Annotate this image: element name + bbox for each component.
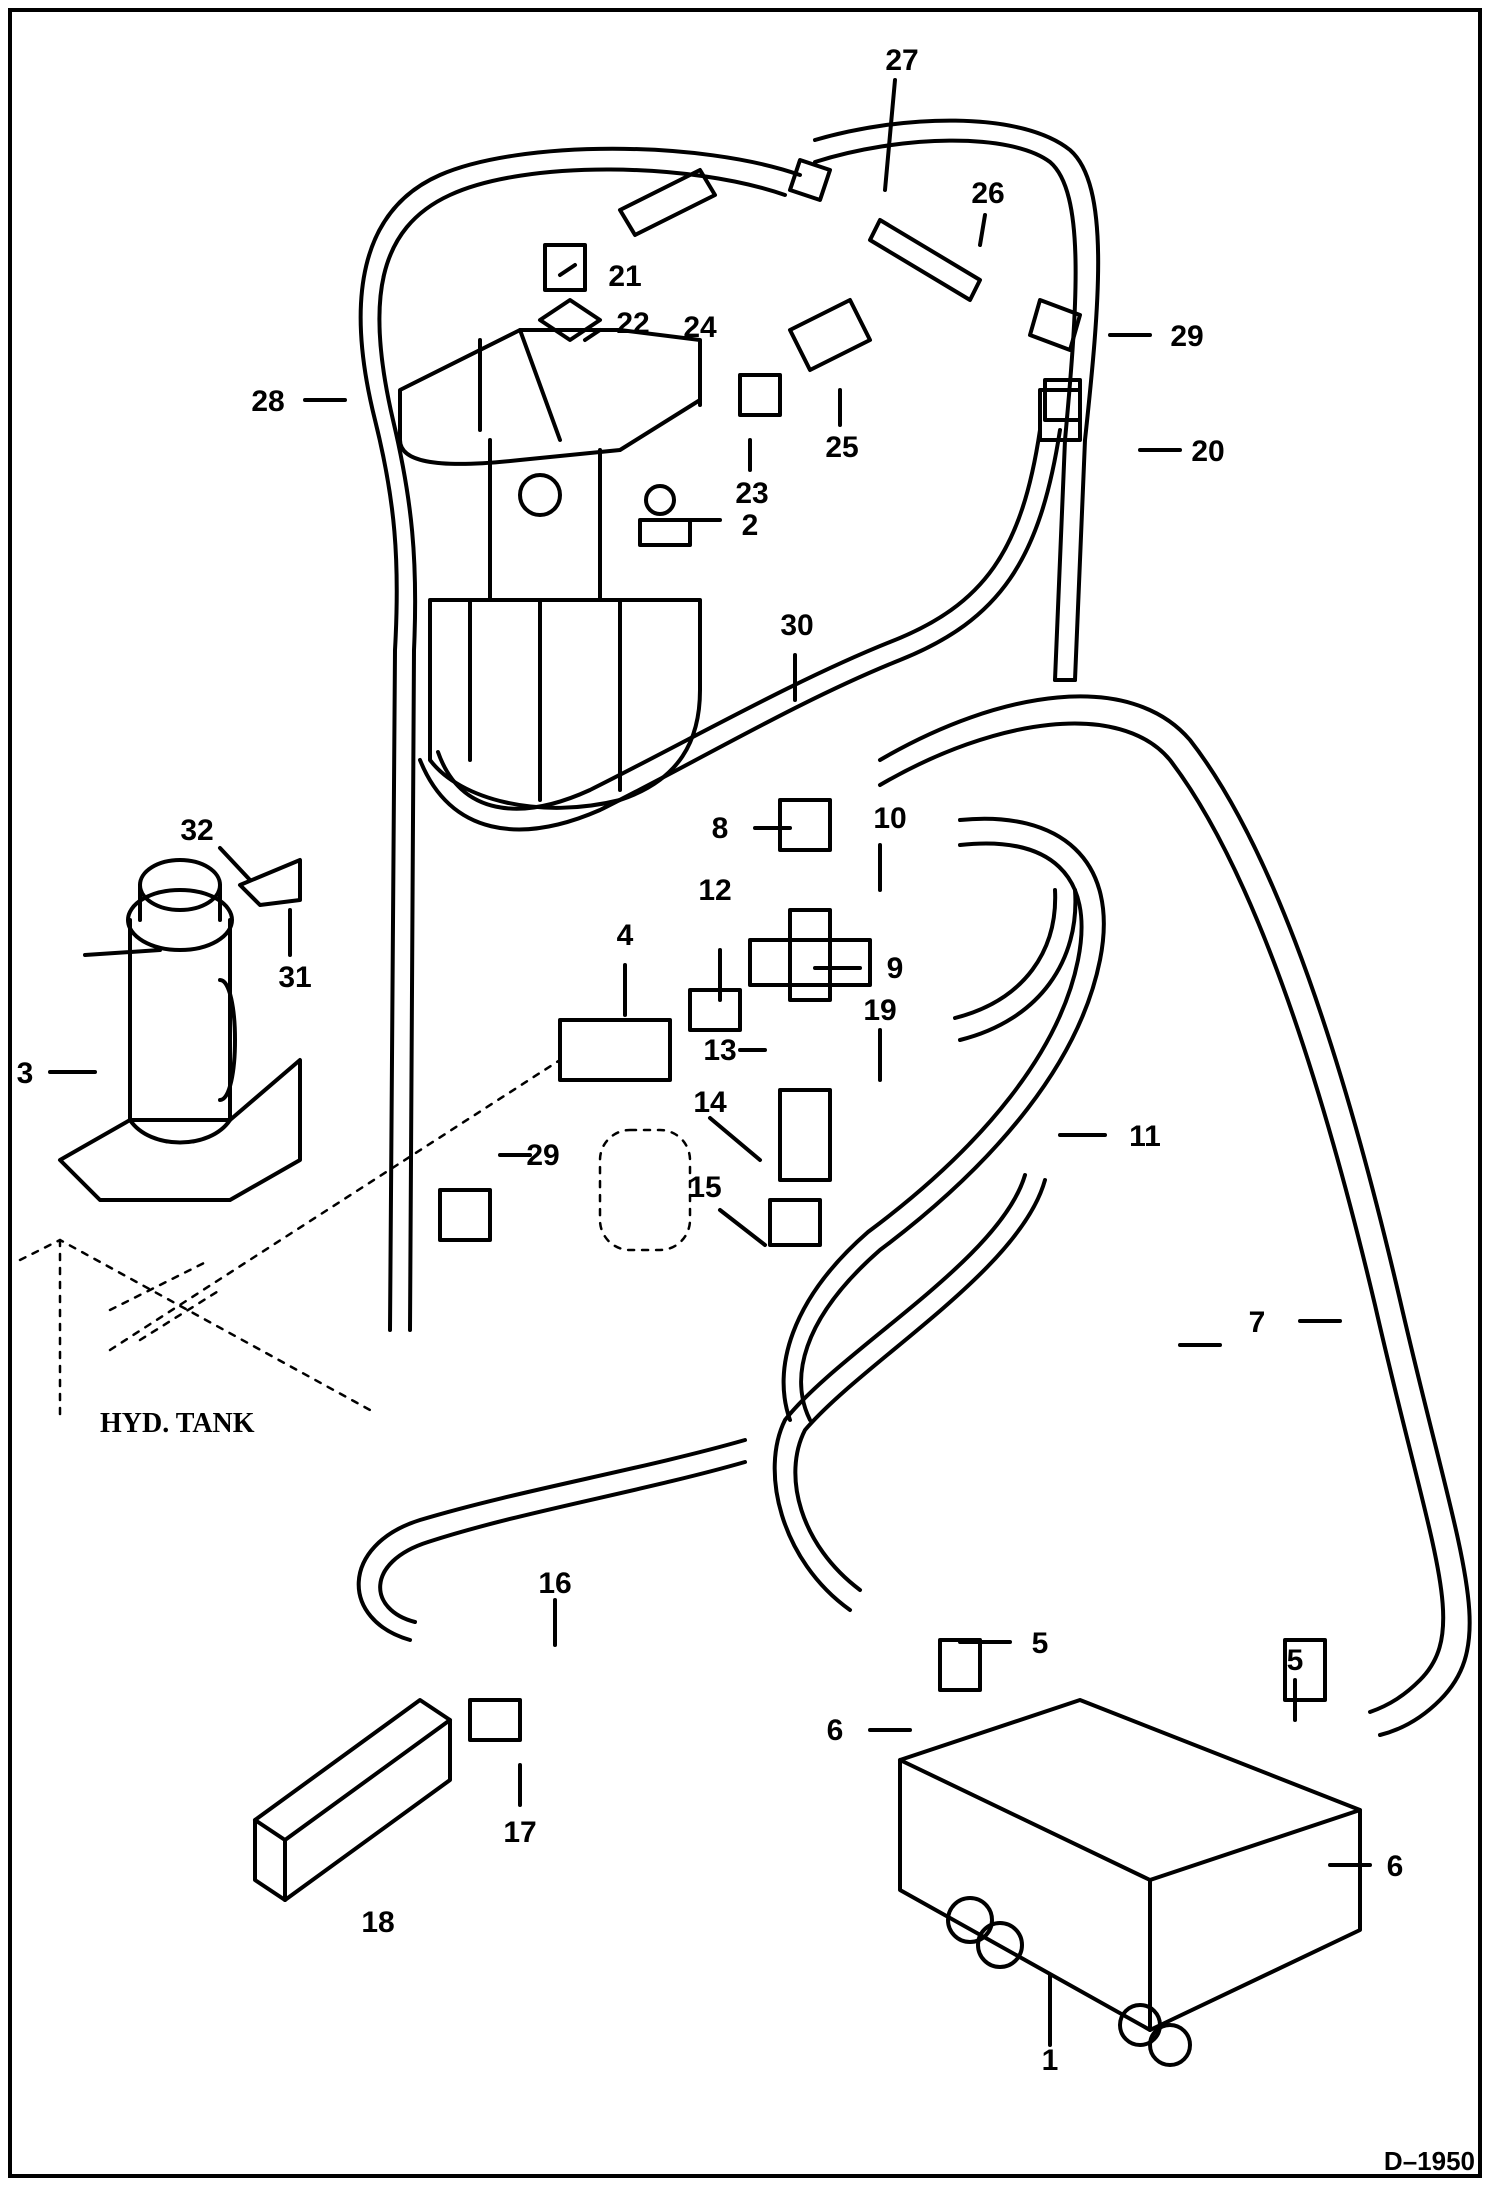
callout-5: 5 (1287, 1644, 1304, 1677)
callout-23: 23 (735, 477, 768, 510)
manifold (253, 1698, 522, 1902)
figure-id: D–1950 (1384, 2146, 1475, 2176)
hose-11 (781, 816, 1106, 1422)
control-valve (898, 1638, 1362, 2067)
hose-19 (953, 888, 1078, 1042)
callout-24: 24 (683, 311, 717, 344)
callout-6: 6 (1387, 1850, 1404, 1883)
callout-8: 8 (712, 812, 729, 845)
callout-20: 20 (1191, 435, 1224, 468)
callout-9: 9 (887, 952, 904, 985)
callout-15: 15 (688, 1171, 721, 1204)
callout-29: 29 (1170, 320, 1203, 353)
callout-2: 2 (742, 509, 759, 542)
hyd-tank-label: HYD. TANK (100, 1408, 255, 1439)
callout-17: 17 (503, 1816, 536, 1849)
callout-11: 11 (1129, 1120, 1161, 1153)
callout-28: 28 (251, 385, 284, 418)
callout-4: 4 (617, 919, 634, 952)
pump (398, 298, 702, 810)
callout-1: 1 (1042, 2044, 1059, 2077)
hose-20 (813, 118, 1101, 682)
hose-28 (358, 146, 802, 1332)
callout-6: 6 (827, 1714, 844, 1747)
upper-fittings (543, 158, 1082, 422)
diagram-frame (8, 8, 1482, 2178)
callout-26: 26 (971, 177, 1004, 210)
callout-13: 13 (703, 1034, 736, 1067)
tee-fittings (238, 798, 872, 1247)
callout-14: 14 (693, 1086, 727, 1119)
hydraulic-tank (18, 1058, 692, 1422)
callout-16: 16 (538, 1567, 571, 1600)
hose-7 (878, 694, 1472, 1737)
callout-29: 29 (526, 1139, 559, 1172)
leader-lines (48, 78, 1372, 2047)
callout-30: 30 (780, 609, 813, 642)
hose-16 (356, 1173, 1047, 1642)
callout-3: 3 (17, 1057, 34, 1090)
callout-22: 22 (616, 307, 649, 340)
callout-21: 21 (608, 260, 641, 293)
swivel-joint (58, 858, 302, 1202)
callout-19: 19 (863, 994, 896, 1027)
callout-25: 25 (825, 431, 858, 464)
callout-10: 10 (873, 802, 906, 835)
callout-31: 31 (278, 961, 311, 994)
callout-32: 32 (180, 814, 213, 847)
hose-30 (418, 388, 1082, 832)
callout-7: 7 (1249, 1306, 1266, 1339)
callout-18: 18 (361, 1906, 394, 1939)
callout-12: 12 (698, 874, 731, 907)
callout-27: 27 (885, 44, 918, 77)
callout-5: 5 (1032, 1627, 1049, 1660)
